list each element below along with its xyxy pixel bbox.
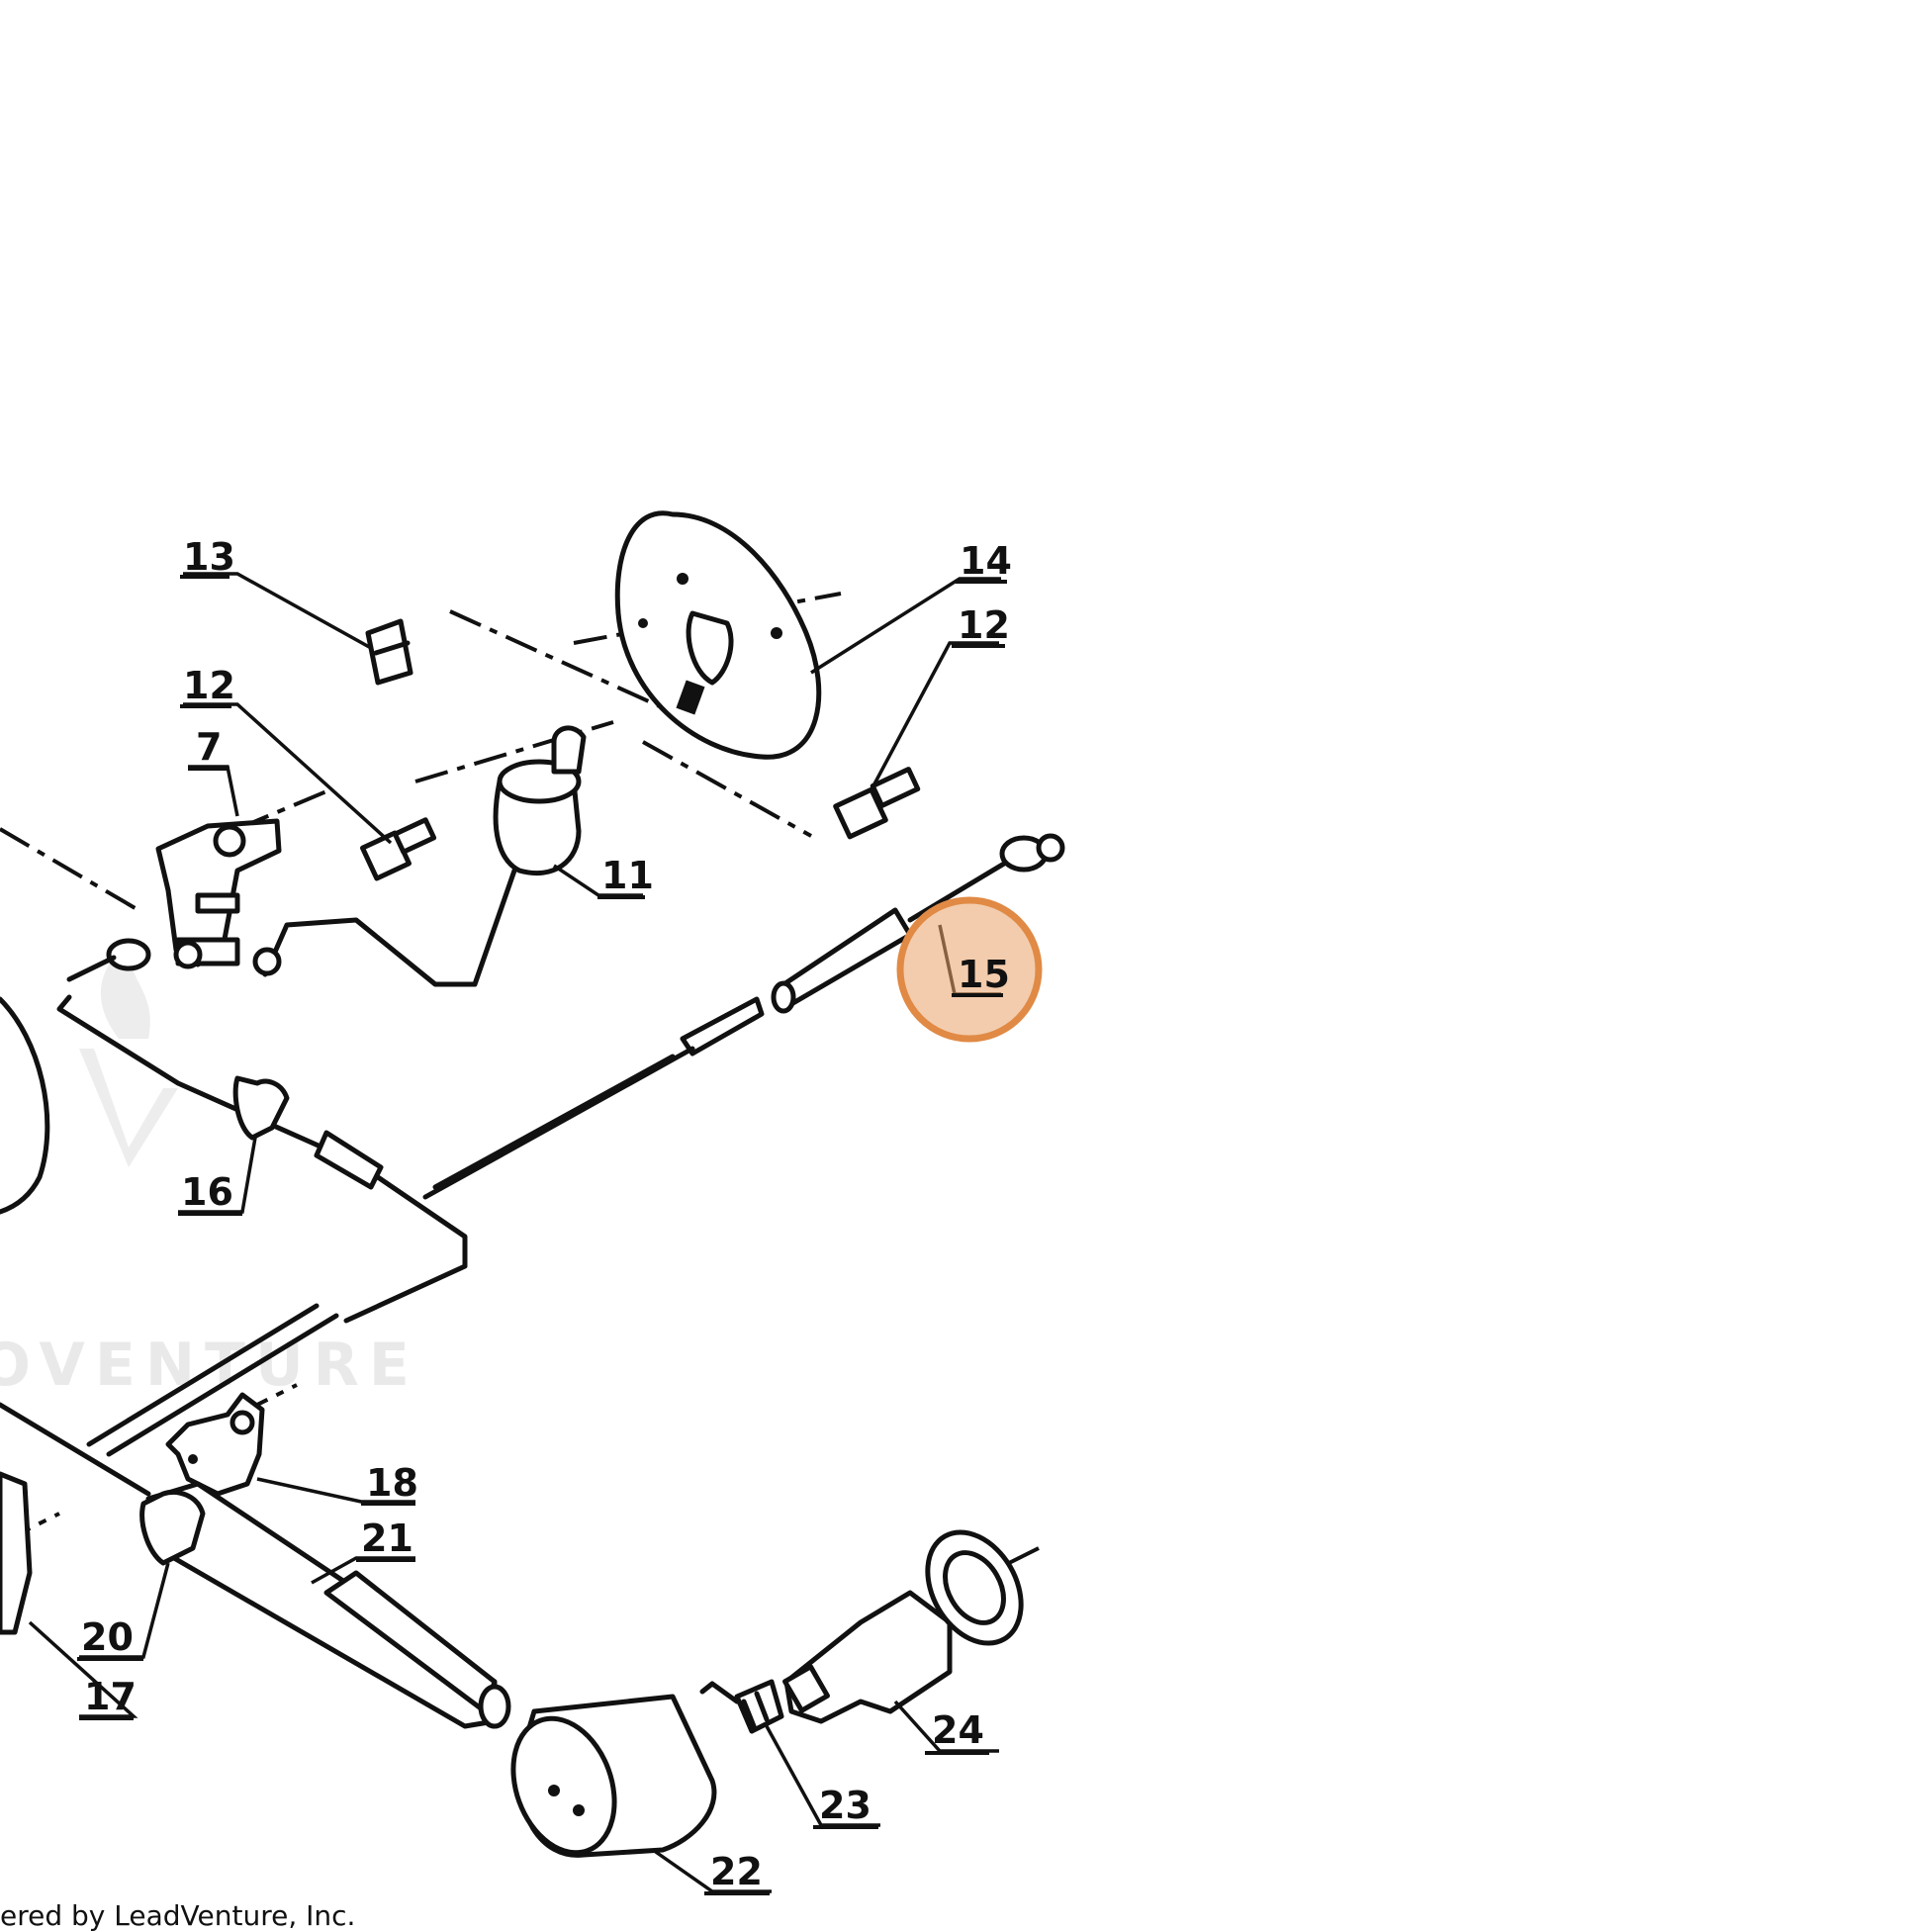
callout-24-label: 24 <box>932 1708 984 1752</box>
callout-7[interactable]: 7 <box>188 725 229 771</box>
part-17-housing <box>0 1471 33 1635</box>
callout-12-right[interactable]: 12 <box>952 603 1010 648</box>
callout-12-left[interactable]: 12 <box>180 664 235 708</box>
part-15-rod-assembly <box>422 833 1065 1200</box>
callout-22-label: 22 <box>710 1850 763 1893</box>
callout-17-label: 17 <box>84 1675 137 1718</box>
callout-23[interactable]: 23 <box>813 1784 878 1829</box>
callout-13-label: 13 <box>183 535 235 579</box>
callout-16-label: 16 <box>181 1170 233 1214</box>
part-12-bolt-left <box>360 817 437 881</box>
callout-13[interactable]: 13 <box>180 535 235 579</box>
left-housing-edge <box>0 996 50 1215</box>
callouts: 13 14 12 12 7 11 15 16 <box>77 535 1012 1895</box>
callout-12-right-label: 12 <box>958 603 1010 647</box>
callout-15[interactable]: 15 <box>952 953 1010 997</box>
watermark: OVENTURE <box>0 940 419 1400</box>
callout-24[interactable]: 24 <box>925 1708 989 1755</box>
callout-12-left-label: 12 <box>183 664 235 707</box>
part-13-block <box>365 618 413 686</box>
callout-18-label: 18 <box>366 1461 418 1505</box>
part-14-flange-plate <box>614 510 822 760</box>
callout-14-label: 14 <box>960 539 1012 583</box>
watermark-text: OVENTURE <box>0 1331 419 1400</box>
part-21-shaft <box>0 1303 511 1729</box>
part-20-collar <box>139 1489 206 1566</box>
part-23-spring <box>699 1679 784 1734</box>
callout-11-label: 11 <box>601 854 654 897</box>
part-18-bracket <box>165 1392 265 1497</box>
callout-23-label: 23 <box>819 1784 871 1827</box>
callout-21[interactable]: 21 <box>356 1517 415 1562</box>
callout-7-label: 7 <box>196 725 222 769</box>
footer-credit: ered by LeadVenture, Inc. <box>0 1899 356 1932</box>
callout-18[interactable]: 18 <box>361 1461 418 1506</box>
center-lines <box>0 592 1040 1565</box>
callout-14[interactable]: 14 <box>956 539 1012 584</box>
part-11-cylinder <box>252 725 587 987</box>
part-24-fitting <box>782 1529 1024 1724</box>
callout-15-label: 15 <box>958 953 1010 996</box>
part-22-cap <box>510 1694 717 1858</box>
part-16-rod-assembly <box>56 938 468 1324</box>
highlight-circle[interactable] <box>896 896 1043 1043</box>
callout-20-label: 20 <box>81 1615 134 1659</box>
callout-16[interactable]: 16 <box>178 1170 242 1216</box>
callout-17[interactable]: 17 <box>79 1675 137 1720</box>
callout-11[interactable]: 11 <box>597 854 654 899</box>
callout-21-label: 21 <box>361 1517 413 1560</box>
callout-20[interactable]: 20 <box>77 1615 143 1661</box>
part-7-lever-bracket <box>155 818 282 969</box>
callout-22[interactable]: 22 <box>704 1850 770 1895</box>
part-12-bolt-right <box>833 767 921 840</box>
